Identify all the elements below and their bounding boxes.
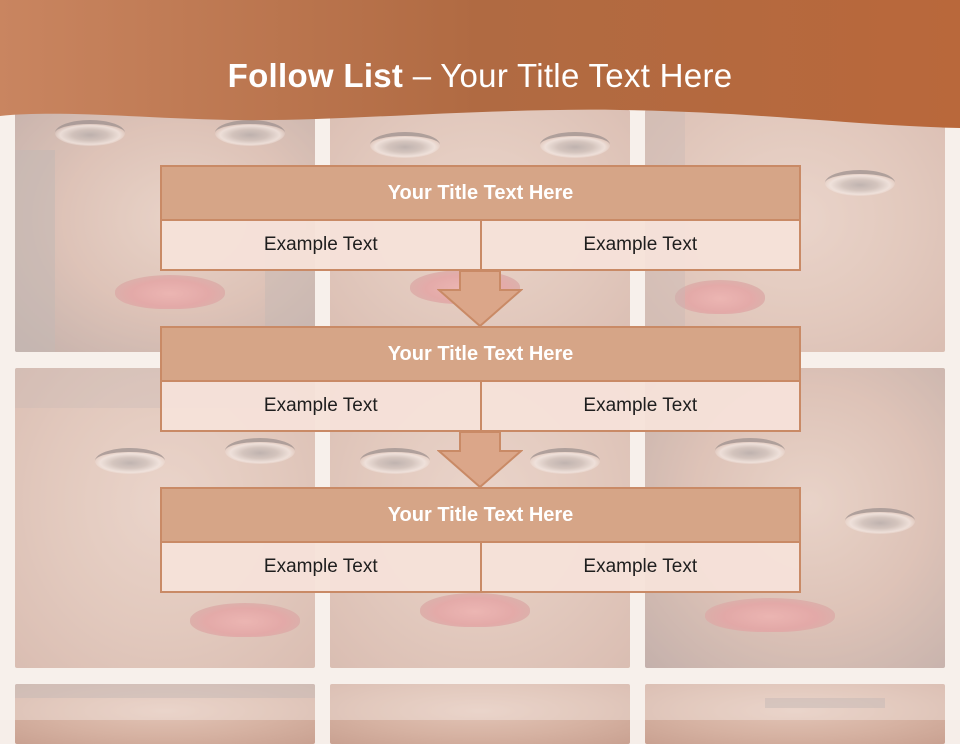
- step-cell-right: Example Text: [481, 543, 801, 593]
- step-title: Your Title Text Here: [160, 326, 801, 382]
- follow-step-3: Your Title Text Here Example Text Exampl…: [160, 487, 801, 593]
- down-arrow-icon: [437, 270, 523, 328]
- slide-title-main: Follow List: [227, 57, 404, 94]
- title-banner: Follow List – Your Title Text Here: [0, 0, 960, 140]
- step-title: Your Title Text Here: [160, 487, 801, 543]
- step-cell-left: Example Text: [160, 221, 482, 271]
- step-cell-right: Example Text: [481, 382, 801, 432]
- follow-step-1: Your Title Text Here Example Text Exampl…: [160, 165, 801, 271]
- step-cell-left: Example Text: [160, 382, 482, 432]
- slide-title: Follow List – Your Title Text Here: [0, 56, 960, 96]
- step-cell-left: Example Text: [160, 543, 482, 593]
- slide-title-subtitle: – Your Title Text Here: [403, 57, 733, 94]
- down-arrow-icon: [437, 431, 523, 489]
- step-title: Your Title Text Here: [160, 165, 801, 221]
- step-cell-right: Example Text: [481, 221, 801, 271]
- follow-step-2: Your Title Text Here Example Text Exampl…: [160, 326, 801, 432]
